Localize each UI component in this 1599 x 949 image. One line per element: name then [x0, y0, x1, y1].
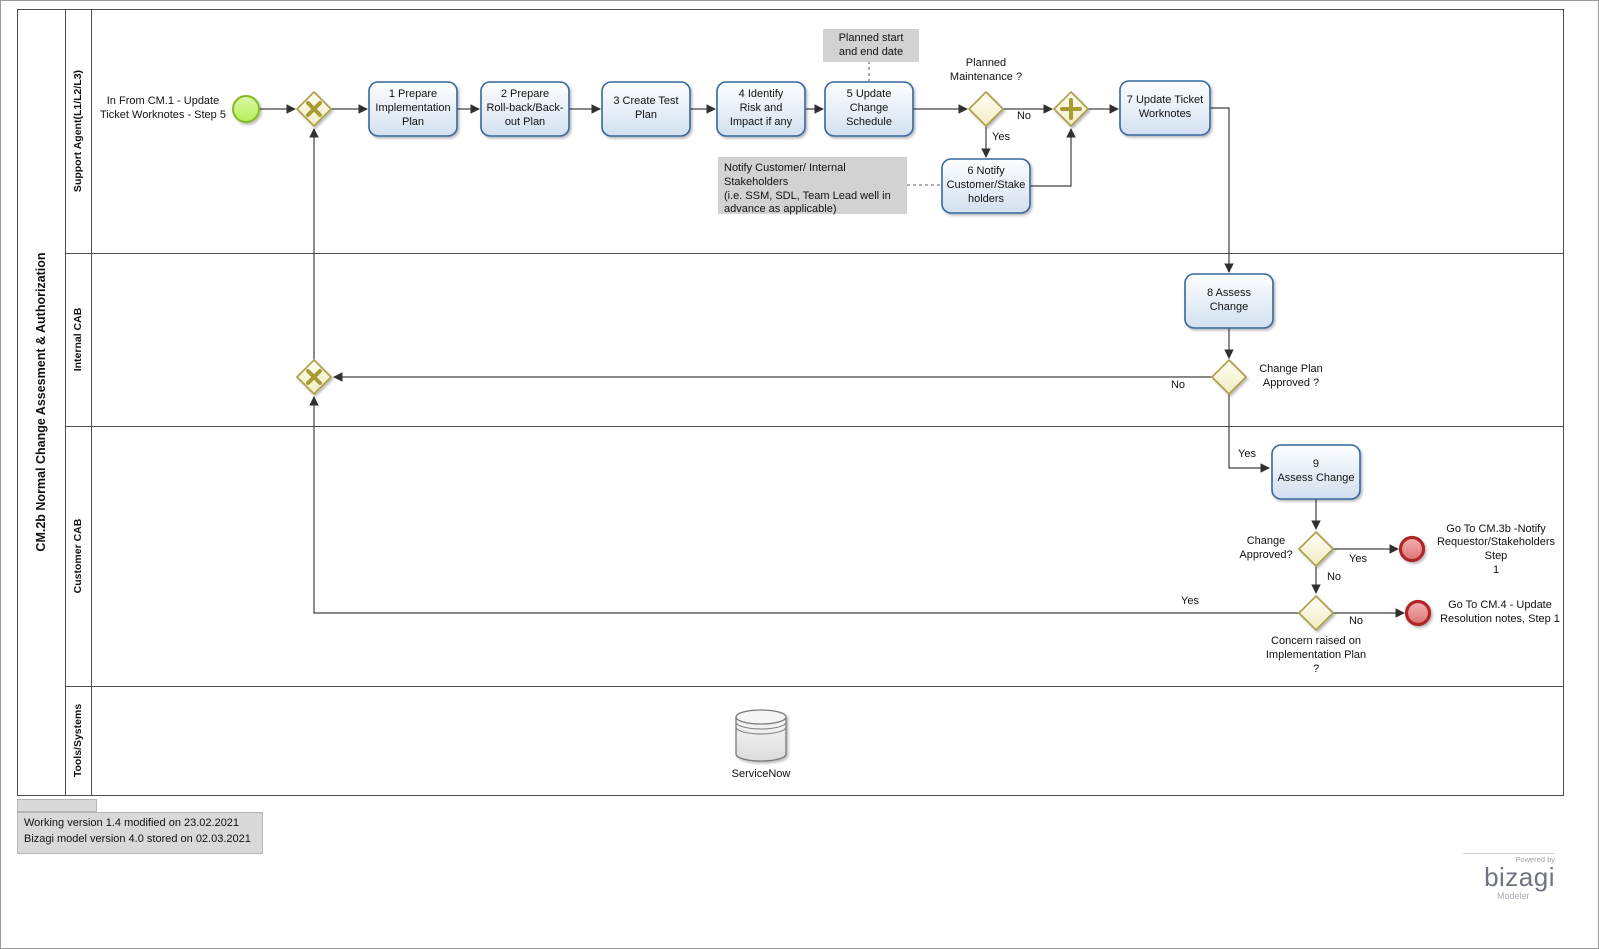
task-4-identify-risk-impact[interactable] [716, 81, 806, 137]
change-plan-approved-gateway[interactable] [1210, 358, 1248, 396]
flow-concern-yes [309, 396, 1299, 614]
task-5-update-change-schedule[interactable] [824, 81, 914, 137]
task-1-prepare-implementation-plan[interactable] [368, 81, 458, 137]
end-event-cm3b-label: Go To CM.3b -Notify Requestor/Stakeholde… [1436, 522, 1555, 576]
task-3-label[interactable]: 3 Create Test Plan [613, 95, 679, 121]
edge-label-concern-no: No [1348, 615, 1364, 628]
lane-title-tools-systems: Tools/Systems [72, 703, 84, 778]
pool-border [17, 9, 1564, 796]
edge-label-plan-approved-yes: Yes [1238, 448, 1256, 461]
xor-x-icon [306, 369, 322, 385]
task-7-label[interactable]: 7 Update Ticket Worknotes [1126, 94, 1204, 120]
concern-raised-gateway[interactable] [1297, 594, 1335, 632]
annotation-planned-dates[interactable]: Planned start and end date [823, 29, 919, 62]
edge-label-plan-approved-no: No [1170, 379, 1186, 392]
task-8-label[interactable]: 8 Assess Change [1206, 287, 1252, 313]
flow-task7-task8 [1210, 107, 1234, 273]
task-6-notify-customer-stakeholders[interactable] [941, 158, 1031, 214]
start-event[interactable] [232, 95, 260, 123]
xor-x-icon [306, 101, 322, 117]
version-note: Working version 1.4 modified on 23.02.20… [17, 812, 263, 854]
end-event-cm3b[interactable] [1398, 535, 1426, 563]
end-event-cm4-label: Go To CM.4 - Update Resolution notes, St… [1440, 599, 1560, 625]
version-note-tab [17, 799, 97, 812]
bizagi-logo: Powered by bizagi Modeler [1463, 853, 1555, 901]
pool-title: CM.2b Normal Change Assesment & Authoriz… [34, 252, 48, 552]
bizagi-wordmark: bizagi [1484, 862, 1555, 892]
task-5-label[interactable]: 5 Update Change Schedule [846, 88, 892, 128]
flow-task6-parallel [1030, 128, 1076, 187]
edge-label-change-approved-yes: Yes [1349, 553, 1367, 566]
lane-title-support-agent: Support Agent(L1/L2/L3) [72, 69, 84, 193]
task-8-assess-change[interactable] [1184, 273, 1274, 329]
planned-maintenance-gateway[interactable] [967, 90, 1005, 128]
task-2-label[interactable]: 2 Prepare Roll-back/Back- out Plan [486, 88, 564, 128]
edge-label-concern-yes: Yes [1181, 595, 1199, 608]
bizagi-modeler-text: Modeler [1497, 891, 1530, 902]
task-1-label[interactable]: 1 Prepare Implementation Plan [375, 88, 451, 128]
edge-label-change-approved-no: No [1326, 571, 1342, 584]
task-4-label[interactable]: 4 Identify Risk and Impact if any [729, 88, 793, 128]
task-6-label[interactable]: 6 Notify Customer/Stake holders [946, 165, 1026, 205]
annotation-notify-stakeholders[interactable]: Notify Customer/ Internal Stakeholders (… [718, 157, 907, 215]
flow-planapproved-yes [1228, 394, 1270, 473]
powered-by-text: Powered by [1463, 853, 1555, 864]
task-7-update-ticket-worknotes[interactable] [1119, 80, 1211, 136]
datastore-servicenow[interactable] [735, 709, 787, 762]
edge-label-maintenance-no: No [1016, 110, 1032, 123]
planned-maintenance-label: Planned Maintenance ? [949, 57, 1023, 83]
datastore-label: ServiceNow [731, 768, 791, 781]
end-event-cm4[interactable] [1404, 599, 1432, 627]
concern-raised-label: Concern raised on Implementation Plan ? [1265, 635, 1367, 675]
edge-label-maintenance-yes: Yes [992, 131, 1010, 144]
task-9-label[interactable]: 9 Assess Change [1277, 458, 1355, 484]
change-plan-approved-label: Change Plan Approved ? [1259, 363, 1323, 389]
task-3-create-test-plan[interactable] [601, 81, 691, 137]
task-2-prepare-rollback-plan[interactable] [480, 81, 570, 137]
lane-title-internal-cab: Internal CAB [72, 307, 84, 372]
lane-title-customer-cab: Customer CAB [72, 518, 84, 594]
change-approved-label: Change Approved? [1239, 535, 1293, 561]
change-approved-gateway[interactable] [1297, 530, 1335, 568]
start-event-label: In From CM.1 - Update Ticket Worknotes -… [100, 95, 226, 121]
parallel-plus-icon [1060, 98, 1082, 120]
task-9-assess-change[interactable] [1271, 444, 1361, 500]
